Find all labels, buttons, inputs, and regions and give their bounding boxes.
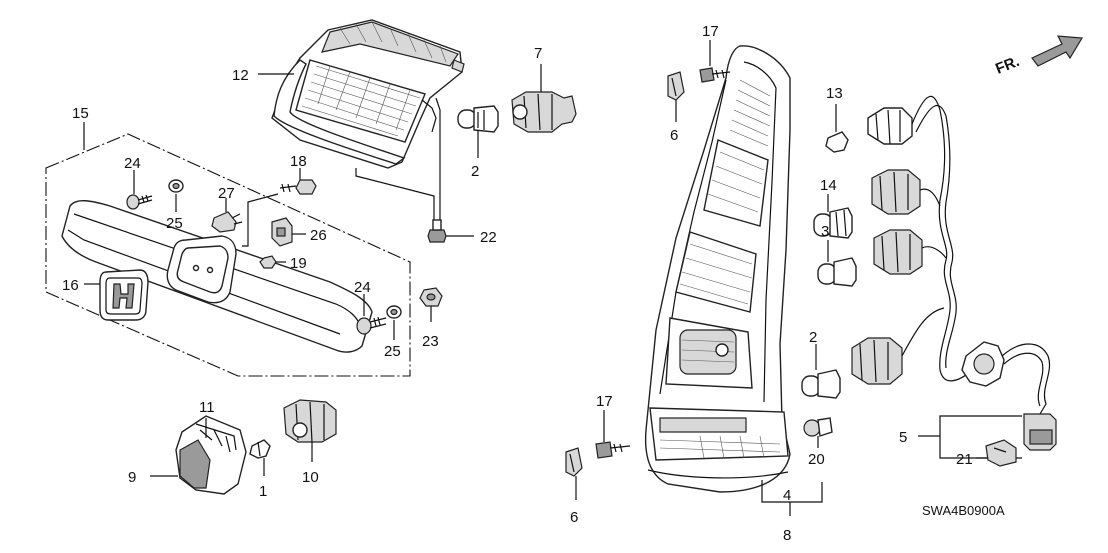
honda-emblem (99, 269, 149, 321)
clip-6-lower (565, 447, 583, 477)
label-26: 26 (310, 227, 327, 244)
bolt-18 (279, 179, 317, 195)
bulb-14 (813, 207, 853, 239)
clip-27 (211, 211, 243, 233)
label-9: 9 (128, 469, 136, 486)
bulb-20 (803, 417, 833, 437)
socket-10 (283, 399, 337, 443)
label-25-upper: 25 (166, 215, 183, 232)
label-4: 4 (783, 487, 791, 504)
bulb-1 (249, 439, 271, 459)
label-27: 27 (218, 185, 235, 202)
screw-17-lower (595, 441, 631, 459)
label-8: 8 (783, 527, 791, 544)
screw-17-upper (699, 67, 731, 83)
label-15: 15 (72, 105, 89, 122)
label-10: 10 (302, 469, 319, 486)
license-light (175, 415, 247, 495)
label-7: 7 (534, 45, 542, 62)
label-17-upper: 17 (702, 23, 719, 40)
nut-19 (259, 255, 277, 269)
screw-24-upper (126, 194, 153, 210)
label-3: 3 (821, 223, 829, 240)
diagram-code: SWA4B0900A (922, 503, 1005, 518)
taillight-assembly (644, 45, 791, 493)
clip-26 (271, 217, 293, 247)
label-20: 20 (808, 451, 825, 468)
nut-25-lower (386, 305, 402, 319)
label-16: 16 (62, 277, 79, 294)
label-19: 19 (290, 255, 307, 272)
bulb-2-right (801, 369, 841, 399)
label-18: 18 (290, 153, 307, 170)
nut-23 (419, 287, 443, 307)
clip-6-upper (667, 71, 685, 101)
rear-license-garnish (61, 200, 373, 353)
label-5: 5 (899, 429, 907, 446)
label-1: 1 (259, 483, 267, 500)
label-11: 11 (199, 399, 215, 416)
label-17-lower: 17 (596, 393, 613, 410)
label-24-upper: 24 (124, 155, 141, 172)
screw-24-lower (356, 316, 387, 335)
label-21: 21 (956, 451, 973, 468)
front-direction-arrow: FR. (993, 35, 1084, 78)
label-24-lower: 24 (354, 279, 371, 296)
bolt-22 (427, 219, 447, 243)
bulb-13 (825, 131, 849, 153)
label-14: 14 (820, 177, 837, 194)
high-mount-stop-light (271, 19, 465, 169)
clip-21 (985, 439, 1017, 467)
nut-25-upper (168, 179, 184, 193)
label-12: 12 (232, 67, 249, 84)
bulb-and-socket-top (457, 91, 577, 133)
label-6-lower: 6 (570, 509, 578, 526)
wire-harness (851, 95, 1057, 451)
label-2-right: 2 (809, 329, 817, 346)
label-22: 22 (480, 229, 497, 246)
label-6-upper: 6 (670, 127, 678, 144)
label-13: 13 (826, 85, 843, 102)
bulb-3 (817, 257, 857, 287)
label-25-lower: 25 (384, 343, 401, 360)
label-2-top: 2 (471, 163, 479, 180)
front-label: FR. (993, 53, 1022, 78)
label-23: 23 (422, 333, 439, 350)
